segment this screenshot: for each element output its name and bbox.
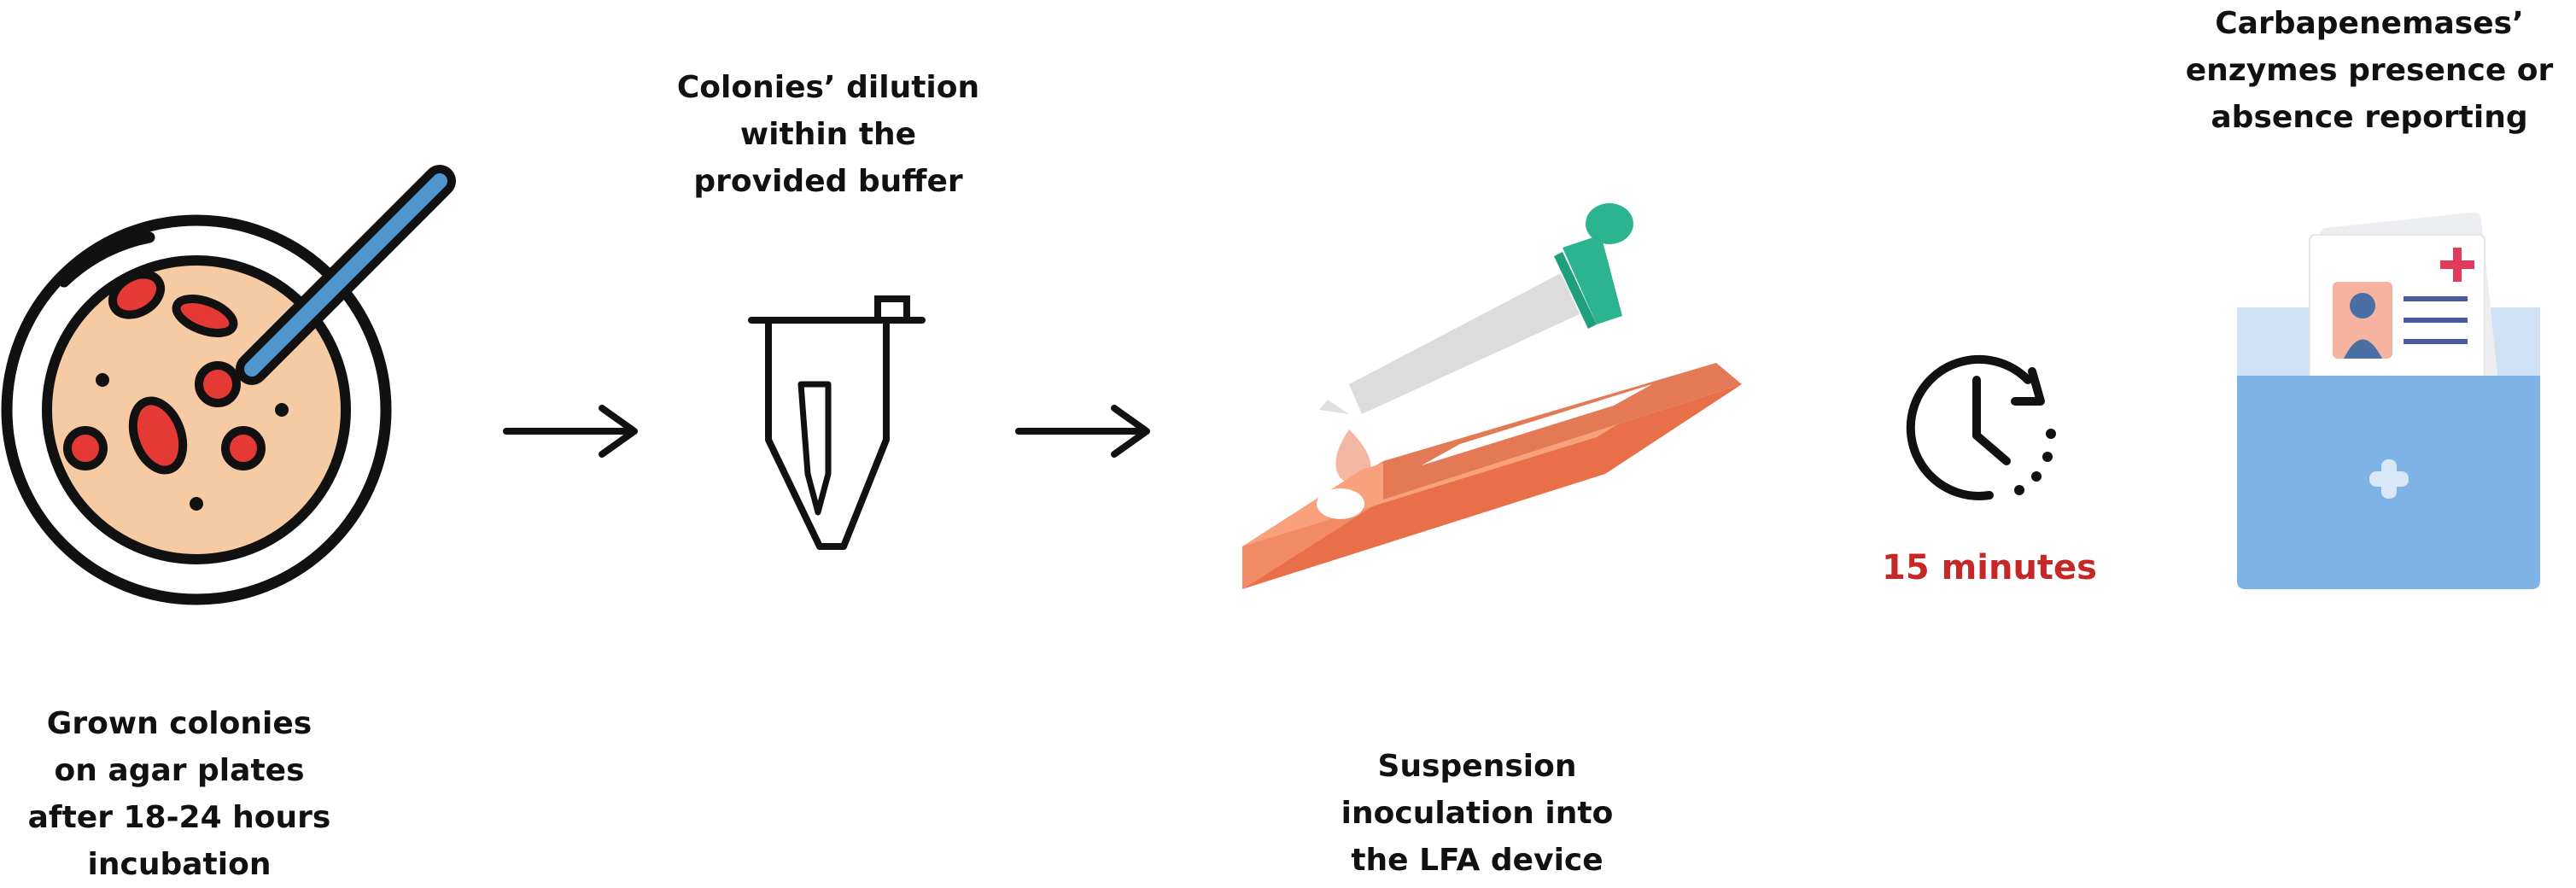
dropper-lfa-device-icon (1242, 203, 1742, 589)
caption-line: 15 minutes (1882, 548, 2097, 587)
caption-line: absence reporting (2211, 100, 2528, 135)
medical-folder-icon (2237, 212, 2540, 589)
caption-line: Grown colonies (46, 706, 313, 741)
petri-dish-icon (1, 165, 456, 605)
caption-line: inoculation into (1341, 796, 1614, 831)
timer-icon (1906, 354, 2056, 500)
arrow-right-icon (503, 405, 638, 458)
step-2-caption: Colonies’ dilution within the provided b… (649, 64, 1008, 205)
timer-caption: 15 minutes (1861, 546, 2117, 589)
caption-line: provided buffer (693, 164, 963, 199)
caption-line: Colonies’ dilution (676, 70, 980, 105)
step-5-caption: Carbapenemases’ enzymes presence or abse… (2169, 0, 2570, 141)
step-1-caption: Grown colonies on agar plates after 18-2… (17, 700, 342, 888)
caption-line: on agar plates (54, 753, 305, 788)
caption-line: enzymes presence or (2185, 53, 2554, 88)
microcentrifuge-tube-icon (748, 295, 926, 550)
caption-line: within the (739, 117, 917, 152)
step-3-caption: Suspension inoculation into the LFA devi… (1298, 743, 1656, 884)
caption-line: after 18-24 hours (27, 800, 331, 835)
caption-line: Suspension (1377, 749, 1577, 784)
caption-line: incubation (87, 847, 272, 882)
caption-line: the LFA device (1351, 843, 1603, 878)
caption-line: Carbapenemases’ (2215, 6, 2524, 41)
arrow-right-icon (1015, 405, 1150, 458)
